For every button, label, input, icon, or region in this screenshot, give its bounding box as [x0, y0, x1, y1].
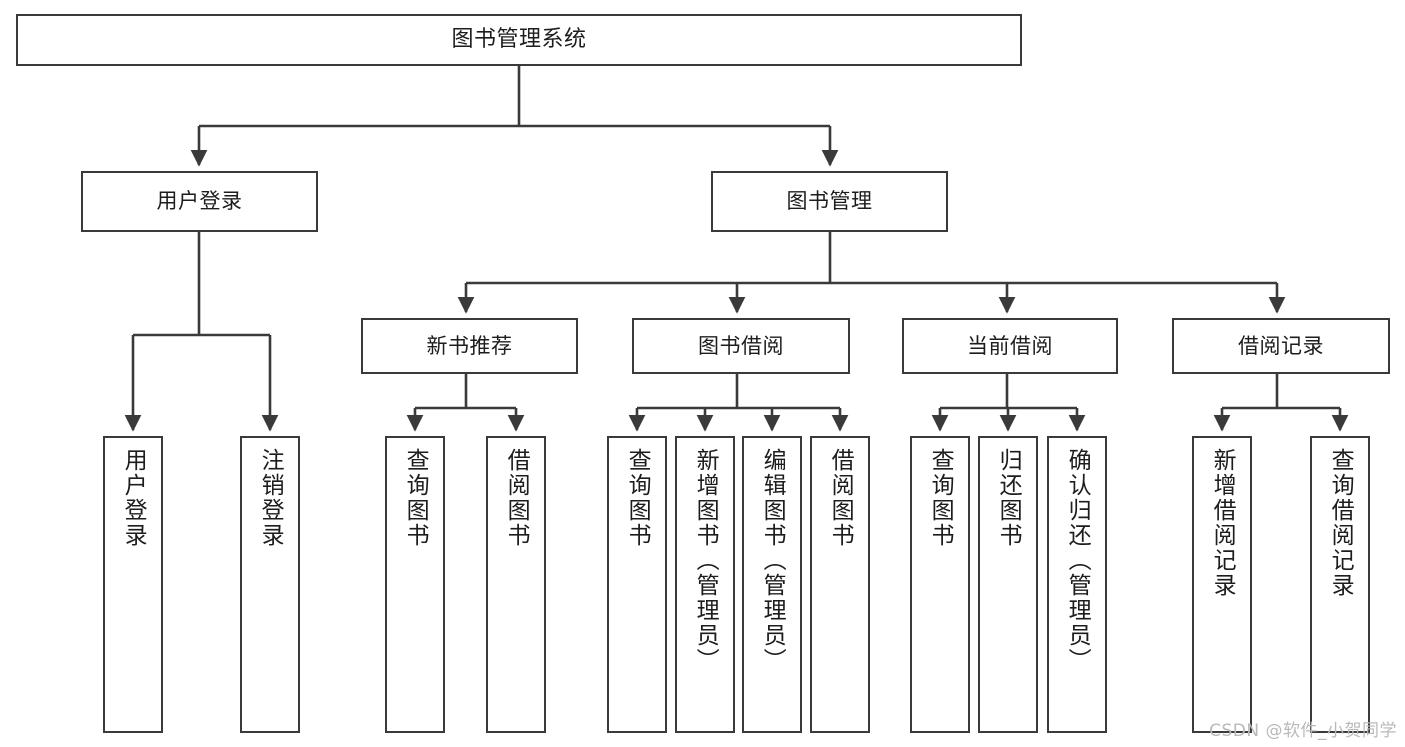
node-label: 归还图书	[995, 448, 1022, 548]
node-label: 查询图书	[624, 448, 651, 548]
node-label: 用户登录	[120, 448, 147, 548]
node-user-login[interactable]: 用户登录	[81, 171, 318, 232]
node-label: 用户登录	[156, 189, 243, 214]
node-label: 新书推荐	[426, 333, 513, 358]
node-label: 借阅图书	[827, 448, 854, 548]
node-book-borrow[interactable]: 图书借阅	[632, 318, 850, 374]
leaf-user-login[interactable]: 用户登录	[103, 436, 163, 733]
node-current-borrow[interactable]: 当前借阅	[902, 318, 1118, 374]
node-label: 借阅记录	[1238, 333, 1324, 358]
leaf-current-confirm-return-admin[interactable]: 确认归还（管理员）	[1047, 436, 1107, 733]
node-book-management[interactable]: 图书管理	[711, 171, 948, 232]
leaf-borrow-add-book-admin[interactable]: 新增图书（管理员）	[675, 436, 735, 733]
node-label: 图书管理	[786, 189, 873, 214]
node-root-system[interactable]: 图书管理系统	[16, 14, 1022, 66]
leaf-record-query-borrow-record[interactable]: 查询借阅记录	[1310, 436, 1370, 733]
leaf-current-return-book[interactable]: 归还图书	[978, 436, 1038, 733]
node-label: 查询图书	[927, 448, 954, 548]
node-label: 图书借阅	[698, 333, 784, 358]
leaf-borrow-borrow-book[interactable]: 借阅图书	[810, 436, 870, 733]
node-label: 图书管理系统	[451, 26, 587, 52]
node-label: 查询图书	[402, 448, 429, 548]
leaf-borrow-query-book[interactable]: 查询图书	[607, 436, 667, 733]
node-label: 查询借阅记录	[1327, 448, 1354, 598]
node-borrow-record[interactable]: 借阅记录	[1172, 318, 1390, 374]
node-label: 新增借阅记录	[1209, 448, 1236, 598]
node-label: 编辑图书（管理员）	[759, 448, 786, 673]
leaf-current-query-book[interactable]: 查询图书	[910, 436, 970, 733]
node-new-book-recommend[interactable]: 新书推荐	[361, 318, 578, 374]
leaf-recommend-query-book[interactable]: 查询图书	[385, 436, 445, 733]
node-label: 确认归还（管理员）	[1064, 448, 1091, 673]
node-label: 当前借阅	[967, 333, 1053, 358]
node-label: 注销登录	[257, 448, 284, 548]
leaf-user-logout[interactable]: 注销登录	[240, 436, 300, 733]
leaf-record-add-borrow-record[interactable]: 新增借阅记录	[1192, 436, 1252, 733]
node-label: 新增图书（管理员）	[692, 448, 719, 673]
leaf-recommend-borrow-book[interactable]: 借阅图书	[486, 436, 546, 733]
node-label: 借阅图书	[503, 448, 530, 548]
leaf-borrow-edit-book-admin[interactable]: 编辑图书（管理员）	[742, 436, 802, 733]
